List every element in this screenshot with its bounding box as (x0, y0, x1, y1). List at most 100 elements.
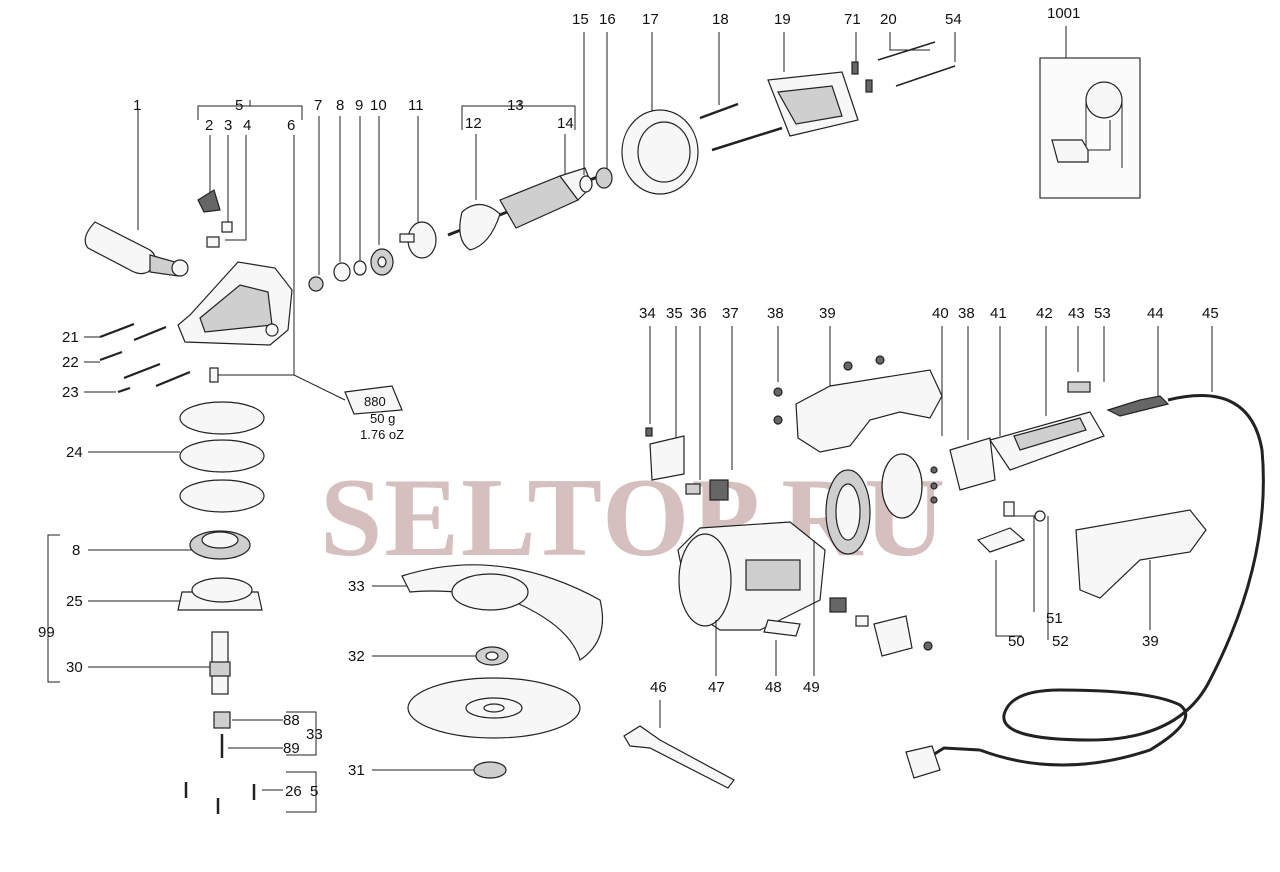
grease-tube-part[interactable]: 880 (293, 374, 403, 415)
label-39: 39 (819, 305, 836, 322)
end-cover-part[interactable] (881, 453, 923, 519)
label-48: 48 (765, 679, 782, 696)
label-89: 89 (283, 740, 300, 757)
label-sticker-part[interactable] (763, 619, 801, 637)
label-35: 35 (666, 305, 683, 322)
label-2: 2 (205, 117, 213, 134)
label-50: 50 (1008, 633, 1025, 650)
label-53: 53 (1094, 305, 1111, 322)
bevel-gear-part[interactable] (189, 530, 251, 560)
label-1: 1 (133, 97, 141, 114)
stator-part[interactable] (767, 71, 859, 137)
label-7: 7 (314, 97, 322, 114)
terminals-part[interactable] (851, 41, 956, 93)
label-32: 32 (348, 648, 365, 665)
label-26: 26 (285, 783, 302, 800)
label-20: 20 (880, 11, 897, 28)
label-24: 24 (66, 444, 83, 461)
grease-weight: 50 g (370, 411, 395, 426)
grinding-disc-part[interactable] (407, 677, 581, 739)
label-39-b: 39 (1142, 633, 1159, 650)
label-30: 30 (66, 659, 83, 676)
cable-clamp-part[interactable] (1067, 381, 1091, 393)
label-8-b: 8 (72, 542, 80, 559)
label-25: 25 (66, 593, 83, 610)
label-49: 49 (803, 679, 820, 696)
label-33: 33 (348, 578, 365, 595)
label-54: 54 (945, 11, 962, 28)
grease-weight-oz: 1.76 oZ (360, 427, 404, 442)
label-5-b: 5 (310, 783, 318, 800)
power-cord-part[interactable] (905, 394, 1265, 779)
label-23: 23 (62, 384, 79, 401)
label-14: 14 (557, 115, 574, 132)
handle-shell-lower-part[interactable] (1075, 509, 1207, 599)
label-16: 16 (599, 11, 616, 28)
flange-part[interactable] (475, 646, 509, 666)
label-22: 22 (62, 354, 79, 371)
handle-shell-upper-part[interactable] (795, 369, 943, 453)
label-31: 31 (348, 762, 365, 779)
label-43: 43 (1068, 305, 1085, 322)
brushes-part[interactable] (829, 597, 933, 657)
label-9: 9 (355, 97, 363, 114)
wiring-diagram-part[interactable] (1039, 57, 1141, 199)
nut-part[interactable] (308, 276, 324, 292)
bearing-part[interactable] (333, 248, 394, 282)
spacer-part[interactable] (213, 711, 231, 758)
label-17: 17 (642, 11, 659, 28)
grease-code: 880 (364, 394, 386, 409)
label-6: 6 (287, 117, 295, 134)
label-1001: 1001 (1047, 5, 1080, 22)
label-36: 36 (690, 305, 707, 322)
screws-group-part[interactable] (99, 322, 219, 394)
label-42: 42 (1036, 305, 1053, 322)
label-34: 34 (639, 305, 656, 322)
label-52: 52 (1052, 633, 1069, 650)
label-40: 40 (932, 305, 949, 322)
electronics-module-part[interactable] (989, 411, 1105, 471)
label-4: 4 (243, 117, 251, 134)
label-51: 51 (1046, 610, 1063, 627)
label-38: 38 (767, 305, 784, 322)
armature-part[interactable] (447, 167, 601, 251)
label-88: 88 (283, 712, 300, 729)
gear-housing-part[interactable] (177, 189, 293, 346)
label-10: 10 (370, 97, 387, 114)
bearing-seat-ring-part[interactable] (621, 109, 699, 195)
brush-holder-ring-part[interactable] (825, 469, 871, 555)
label-33-a: 33 (306, 726, 323, 743)
label-5: 5 (235, 97, 243, 114)
brush-plate-part[interactable] (930, 437, 996, 504)
label-3: 3 (224, 117, 232, 134)
label-15: 15 (572, 11, 589, 28)
side-handle-part[interactable] (84, 110, 189, 277)
label-11: 11 (408, 97, 424, 114)
ball-bearing-part[interactable] (579, 167, 613, 193)
bearing-flange-part[interactable] (177, 577, 263, 611)
label-18: 18 (712, 11, 729, 28)
label-41: 41 (990, 305, 1007, 322)
wheel-guard-part[interactable] (401, 564, 604, 661)
label-71: 71 (844, 11, 861, 28)
label-37: 37 (722, 305, 739, 322)
motor-housing-part[interactable] (677, 521, 826, 631)
lock-lever-part[interactable] (976, 501, 1046, 553)
label-46: 46 (650, 679, 667, 696)
air-guide-part[interactable] (399, 221, 437, 259)
label-99: 99 (38, 624, 55, 641)
spindle-part[interactable] (209, 631, 231, 695)
label-45: 45 (1202, 305, 1219, 322)
label-8: 8 (336, 97, 344, 114)
small-screws-part[interactable] (184, 782, 256, 814)
switch-parts[interactable] (645, 355, 885, 501)
gaskets-part[interactable] (179, 401, 265, 513)
screws-part[interactable] (699, 102, 783, 152)
label-13: 13 (507, 97, 524, 114)
spanner-part[interactable] (623, 725, 735, 789)
label-12: 12 (465, 115, 482, 132)
clamping-nut-part[interactable] (473, 761, 507, 779)
label-38-b: 38 (958, 305, 975, 322)
label-47: 47 (708, 679, 725, 696)
